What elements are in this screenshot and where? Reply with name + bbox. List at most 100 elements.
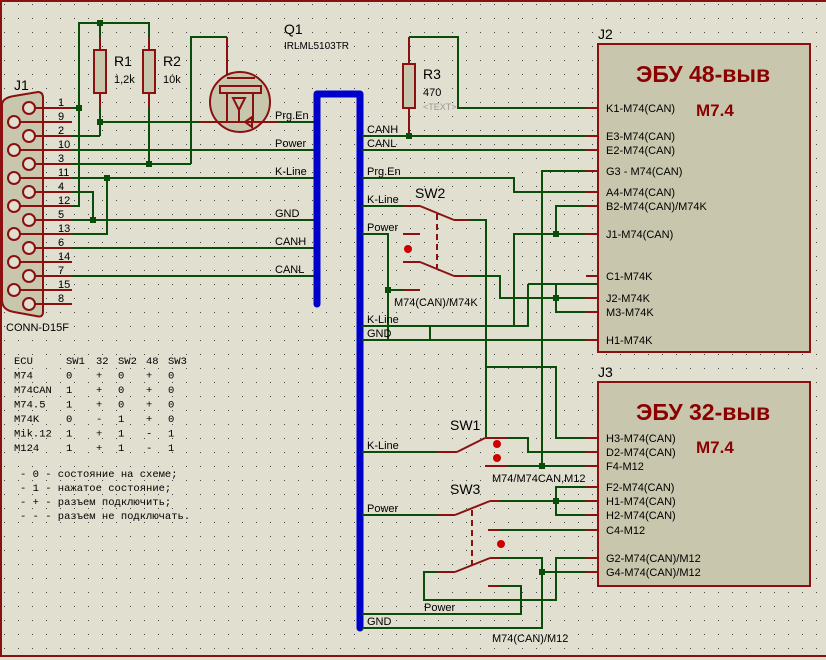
table-cell: 0 <box>118 400 124 412</box>
table-cell: + <box>146 400 152 412</box>
j1-pin-number: 4 <box>58 181 64 193</box>
bus-right-label: Power <box>367 503 399 515</box>
j3-pin-label: F2-M74(CAN) <box>606 482 674 494</box>
j3-ref: J3 <box>598 364 613 380</box>
table-cell: 1 <box>118 443 124 455</box>
r3-ref: R3 <box>423 66 441 82</box>
wires-right <box>362 36 598 629</box>
j1-pin-number: 11 <box>58 167 69 179</box>
table-cell: 0 <box>66 414 72 426</box>
table-cell: + <box>96 385 102 397</box>
j2-pin-label: C1-M74K <box>606 271 653 283</box>
sw3-ref: SW3 <box>450 481 481 497</box>
j3-pin-label: H3-M74(CAN) <box>606 433 676 445</box>
bus-left-label: Power <box>275 138 307 150</box>
table-cell: 0 <box>168 371 174 383</box>
bus-right-label: GND <box>367 616 392 628</box>
table-cell: + <box>96 400 102 412</box>
signal-bus[interactable] <box>313 90 364 632</box>
table-cell: - <box>146 429 152 441</box>
j2-pin-label: K1-M74(CAN) <box>606 103 675 115</box>
q1-ref: Q1 <box>284 21 303 37</box>
table-cell: + <box>146 385 152 397</box>
bus-right-label: K-Line <box>367 440 399 452</box>
j3-title: ЭБУ 32-выв <box>636 399 770 425</box>
r2-resistor[interactable] <box>142 37 156 108</box>
j3-pin-label: F4-M12 <box>606 461 644 473</box>
sw1-switch[interactable] <box>438 437 508 467</box>
j2-ref: J2 <box>598 26 613 42</box>
j1-pin-socket <box>22 269 36 283</box>
j1-pin-number: 9 <box>58 111 64 123</box>
j1-pin-socket <box>7 143 21 157</box>
table-cell: M74K <box>14 414 40 426</box>
table-cell: - <box>96 414 102 426</box>
table-cell: 0 <box>168 385 174 397</box>
legend-line: - + - разъем подключить; <box>20 497 171 509</box>
sw2-note: M74(CAN)/M74K <box>394 297 478 309</box>
table-header-cell: SW2 <box>118 356 137 368</box>
j1-pin-number: 6 <box>58 237 64 249</box>
legend-line: - 1 - нажатое состояние; <box>20 483 171 495</box>
j1-pin-socket <box>22 185 36 199</box>
table-cell: 1 <box>168 443 174 455</box>
j1-pin-socket <box>7 199 21 213</box>
table-cell: 1 <box>66 429 72 441</box>
j1-pin-socket <box>7 283 21 297</box>
j2-ecu-box[interactable]: K1-M74(CAN)E3-M74(CAN)E2-M74(CAN)G3 - M7… <box>586 43 811 353</box>
j2-pin-label: J1-M74(CAN) <box>606 229 673 241</box>
j2-subtitle: M7.4 <box>696 101 734 120</box>
table-header-cell: ECU <box>14 356 33 368</box>
j1-pin-number: 15 <box>58 279 70 291</box>
table-cell: - <box>146 443 152 455</box>
bus-right-label: CANH <box>367 124 398 136</box>
table-cell: Mik.12 <box>14 429 52 441</box>
j2-pin-label: A4-M74(CAN) <box>606 187 675 199</box>
j1-pin-number: 1 <box>58 97 64 109</box>
j3-ecu-box[interactable]: H3-M74(CAN)D2-M74(CAN)F4-M12F2-M74(CAN)H… <box>586 381 811 587</box>
j3-subtitle: M7.4 <box>696 438 734 457</box>
j1-pin-number: 14 <box>58 251 70 263</box>
j1-pin-socket <box>22 297 36 311</box>
r1-resistor[interactable] <box>93 37 107 108</box>
j1-pin-number: 12 <box>58 195 70 207</box>
j1-pin-socket <box>7 115 21 129</box>
j1-ref: J1 <box>14 77 29 93</box>
j1-pin-socket <box>7 171 21 185</box>
table-cell: + <box>146 414 152 426</box>
table-cell: + <box>96 371 102 383</box>
table-cell: M74CAN <box>14 385 52 397</box>
bus-right-label: CANL <box>367 138 396 150</box>
j1-part: CONN-D15F <box>6 322 69 334</box>
legend: - 0 - состояние на схеме;- 1 - нажатое с… <box>20 469 190 523</box>
j2-pin-label: M3-M74K <box>606 307 654 319</box>
sw3-switch[interactable] <box>438 500 505 587</box>
table-cell: + <box>96 443 102 455</box>
sw1-ref: SW1 <box>450 417 481 433</box>
table-cell: 0 <box>118 371 124 383</box>
j1-pin-socket <box>22 213 36 227</box>
r3-resistor[interactable] <box>402 37 416 136</box>
j1-pin-socket <box>7 255 21 269</box>
bus-left-label: K-Line <box>275 166 307 178</box>
j3-pin-label: G2-M74(CAN)/M12 <box>606 553 701 565</box>
j2-pin-label: E3-M74(CAN) <box>606 131 675 143</box>
bus-right-label: Prg.En <box>367 166 401 178</box>
j2-pin-label: G3 - M74(CAN) <box>606 166 682 178</box>
table-header-cell: SW1 <box>66 356 85 368</box>
j3-pin-label: H1-M74(CAN) <box>606 496 676 508</box>
table-cell: 0 <box>168 414 174 426</box>
table-cell: 0 <box>118 385 124 397</box>
j1-pin-number: 8 <box>58 293 64 305</box>
q1-mosfet[interactable] <box>200 37 278 133</box>
j2-pin-label: B2-M74(CAN)/M74K <box>606 201 708 213</box>
bus-left-label: CANH <box>275 236 306 248</box>
j1-pin-number: 3 <box>58 153 64 165</box>
j3-pin-label: G4-M74(CAN)/M12 <box>606 567 701 579</box>
table-header-cell: 48 <box>146 356 159 368</box>
j1-pin-socket <box>22 101 36 115</box>
sw2-switch[interactable] <box>403 205 470 291</box>
